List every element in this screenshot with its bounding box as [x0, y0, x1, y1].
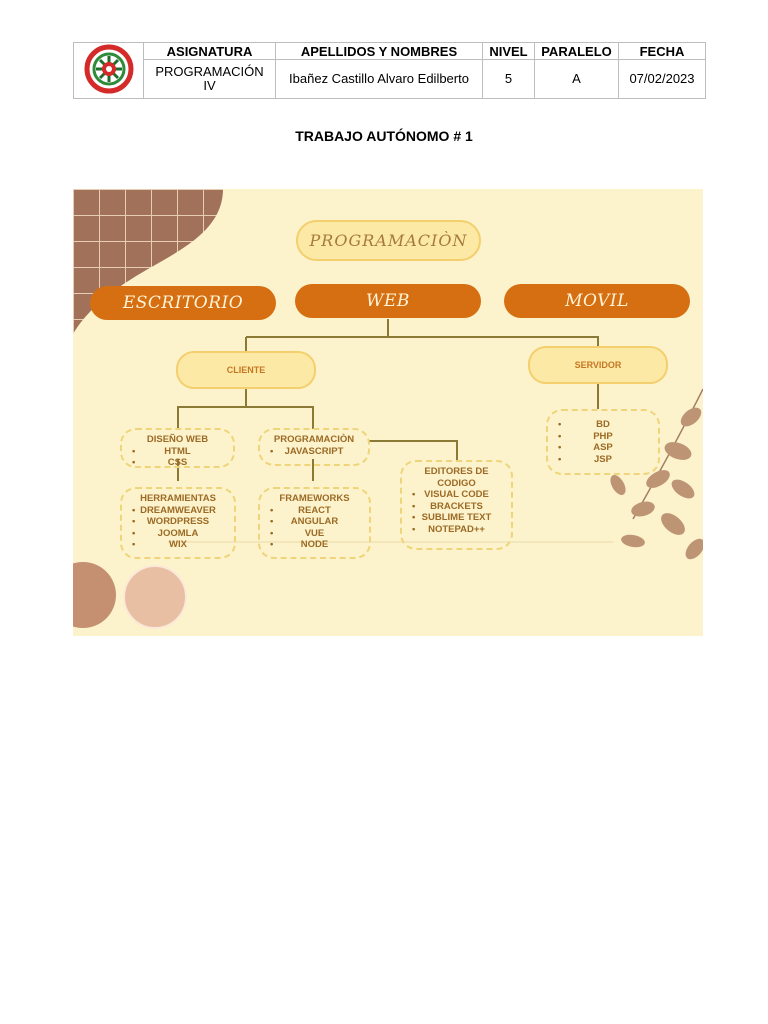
box-editores: EDITORES DE CODIGO VISUAL CODE BRACKETS …: [400, 460, 513, 550]
value-fecha: 07/02/2023: [618, 59, 706, 99]
col-header-fecha: FECHA: [618, 42, 706, 60]
root-node: PROGRAMACIÒN: [296, 220, 481, 261]
brown-circle-decoration: [73, 562, 116, 628]
branch-web: WEB: [295, 284, 481, 318]
list-item: BRACKETS: [402, 501, 511, 513]
list-item: VISUAL CODE: [402, 489, 511, 501]
col-header-paralelo: PARALELO: [534, 42, 619, 60]
list-item: PHP: [548, 431, 658, 443]
mind-map-decorations: [73, 189, 703, 629]
herramientas-title: HERRAMIENTAS: [140, 493, 216, 504]
diseno-web-title: DISEÑO WEB: [146, 434, 209, 445]
box-servidor-items: BD PHP ASP JSP: [546, 409, 660, 475]
list-item: NOTEPAD++: [402, 524, 511, 536]
list-item: VUE: [260, 528, 369, 540]
list-item: SUBLIME TEXT: [402, 512, 511, 524]
list-item: WIX: [122, 539, 234, 551]
leaves-decoration: [610, 388, 703, 560]
list-item: ASP: [548, 442, 658, 454]
connector-lines: [177, 319, 599, 481]
list-item: BD: [548, 419, 658, 431]
list-item: CSS: [122, 457, 233, 469]
value-nivel: 5: [482, 59, 535, 99]
col-header-nivel: NIVEL: [482, 42, 535, 60]
col-header-asignatura: ASIGNATURA: [143, 42, 276, 60]
list-item: WORDPRESS: [122, 516, 234, 528]
branch-movil: MOVIL: [504, 284, 690, 318]
frameworks-title: FRAMEWORKS: [279, 493, 350, 504]
mind-map-image: PROGRAMACIÒN ESCRITORIO WEB MOVIL CLIENT…: [73, 189, 703, 636]
list-item: REACT: [260, 505, 369, 517]
university-logo-cell: [73, 42, 144, 99]
box-frameworks: FRAMEWORKS REACT ANGULAR VUE NODE: [258, 487, 371, 559]
peach-circle-decoration: [123, 565, 187, 629]
university-seal-icon: [84, 44, 133, 94]
value-nombres: Ibañez Castillo Alvaro Edilberto: [275, 59, 483, 99]
list-item: DREAMWEAVER: [122, 505, 234, 517]
header-table: ASIGNATURA APELLIDOS Y NOMBRES NIVEL PAR…: [73, 42, 706, 99]
list-item: NODE: [260, 539, 369, 551]
node-servidor: SERVIDOR: [528, 346, 668, 384]
list-item: JAVASCRIPT: [260, 446, 368, 458]
box-programacion: PROGRAMACIÒN JAVASCRIPT: [258, 428, 370, 466]
value-asignatura: PROGRAMACIÓN IV: [143, 59, 276, 99]
document-title: TRABAJO AUTÓNOMO # 1: [295, 128, 473, 144]
grid-blob-decoration: [73, 189, 223, 334]
editores-title: EDITORES DE CODIGO: [424, 466, 489, 489]
box-herramientas: HERRAMIENTAS DREAMWEAVER WORDPRESS JOOML…: [120, 487, 236, 559]
programacion-title: PROGRAMACIÒN: [273, 434, 355, 445]
list-item: JOOMLA: [122, 528, 234, 540]
box-diseno-web: DISEÑO WEB HTML CSS: [120, 428, 235, 468]
node-cliente: CLIENTE: [176, 351, 316, 389]
value-paralelo: A: [534, 59, 619, 99]
branch-escritorio: ESCRITORIO: [90, 286, 276, 320]
list-item: HTML: [122, 446, 233, 458]
list-item: ANGULAR: [260, 516, 369, 528]
col-header-nombres: APELLIDOS Y NOMBRES: [275, 42, 483, 60]
list-item: JSP: [548, 454, 658, 466]
